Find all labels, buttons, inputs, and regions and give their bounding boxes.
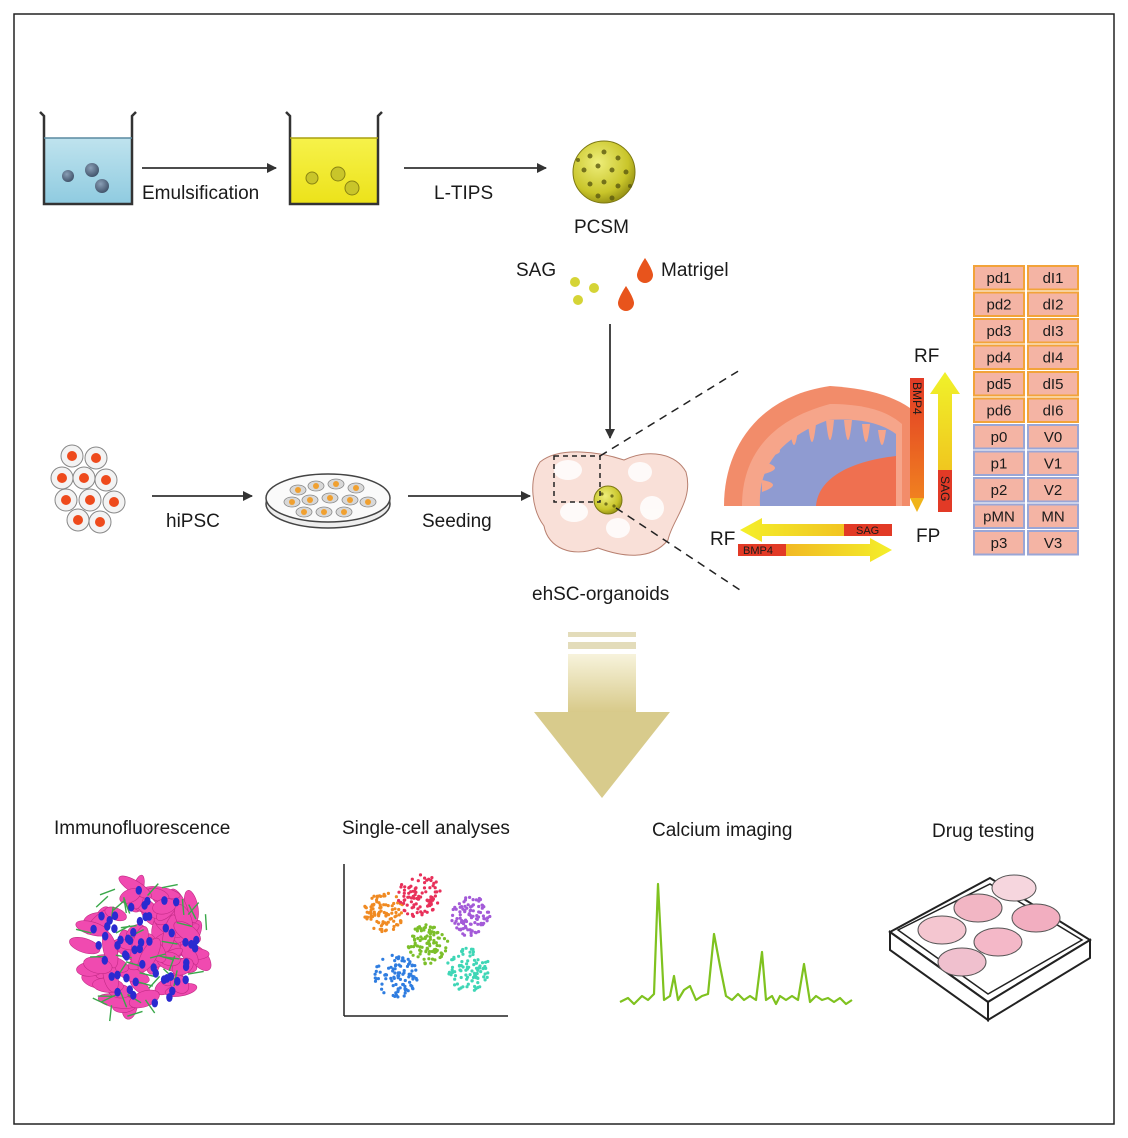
- figure-frame: [13, 13, 1115, 1125]
- domain-cell: [973, 503, 1025, 529]
- domain-cell: [973, 265, 1025, 291]
- domain-label: p3: [991, 535, 1008, 552]
- domain-cell: [1027, 530, 1079, 556]
- label-calcium-imaging: Calcium imaging: [652, 820, 792, 841]
- domain-table: pd1 dI1 pd2 dI2 pd3 dI3 pd4 dI4 pd5 dI5 pd6 dI6 p0 V0…: [971, 263, 1081, 561]
- culture-dish-icon: [265, 473, 391, 529]
- zoom-line-top: [599, 369, 741, 457]
- horizontal-gradient-arrow-right: BMP4: [738, 538, 892, 562]
- cell-cluster: [397, 873, 442, 919]
- domain-label: pMN: [983, 509, 1015, 526]
- domain-cell: [1027, 450, 1079, 476]
- domain-cell: [973, 318, 1025, 344]
- label-pcsm: PCSM: [574, 217, 629, 238]
- domain-cell: [1027, 265, 1079, 291]
- domain-label: dI1: [1043, 270, 1064, 287]
- domain-label: V0: [1044, 429, 1062, 446]
- domain-label: p2: [991, 482, 1008, 499]
- label-immunofluorescence: Immunofluorescence: [54, 818, 230, 839]
- label-matrigel: Matrigel: [661, 260, 729, 281]
- cell-cluster: [446, 946, 490, 992]
- domain-label: pd5: [986, 376, 1011, 393]
- hipsc-cluster-icon: [50, 444, 126, 534]
- label-emulsification: Emulsification: [142, 183, 259, 204]
- vertical-gradient-arrow: BMP4: [910, 378, 924, 512]
- domain-label: pd6: [986, 403, 1011, 420]
- domain-label: pd1: [986, 270, 1011, 287]
- label-rf-top: RF: [914, 346, 939, 367]
- domain-cell: [1027, 424, 1079, 450]
- domain-cell: [973, 424, 1025, 450]
- cell-cluster: [373, 953, 419, 999]
- matrigel-drops-icon: [618, 258, 653, 311]
- label-sag: SAG: [516, 260, 556, 281]
- calcium-trace: [619, 882, 853, 1006]
- label-fp: FP: [916, 526, 940, 547]
- organoid-icon: [532, 451, 689, 556]
- domain-label: p1: [991, 456, 1008, 473]
- vertical-gradient-arrow-up: SAG: [930, 372, 960, 512]
- zoom-line-bottom: [615, 507, 741, 591]
- beaker-yellow: [285, 111, 383, 206]
- domain-cell: [1027, 503, 1079, 529]
- pcsm-bead-icon: [572, 140, 636, 204]
- well-plate-icon: [888, 874, 1092, 1022]
- cell-cluster: [406, 923, 450, 966]
- domain-cell: [1027, 318, 1079, 344]
- domain-cell: [1027, 291, 1079, 317]
- domain-cell: [1027, 397, 1079, 423]
- domain-cell: [973, 371, 1025, 397]
- single-cell-plot: [343, 864, 508, 1017]
- domain-label: dI6: [1043, 403, 1064, 420]
- domain-label: dI4: [1043, 350, 1064, 367]
- label-drug-testing: Drug testing: [932, 821, 1034, 842]
- domain-label: pd2: [986, 297, 1011, 314]
- neural-tube-section: [724, 386, 910, 506]
- domain-label: dI5: [1043, 376, 1064, 393]
- domain-cell: [973, 530, 1025, 556]
- domain-cell: [973, 291, 1025, 317]
- domain-label: dI2: [1043, 297, 1064, 314]
- label-bmp4-vertical: BMP4: [910, 382, 924, 415]
- domain-label: V1: [1044, 456, 1062, 473]
- domain-cell: [1027, 344, 1079, 370]
- cell-cluster: [363, 891, 404, 934]
- label-single-cell: Single-cell analyses: [342, 818, 510, 839]
- cell-cluster: [450, 895, 492, 938]
- domain-cell: [973, 477, 1025, 503]
- horizontal-gradient-arrow-left: SAG: [740, 518, 892, 542]
- domain-cell: [1027, 477, 1079, 503]
- domain-label: V3: [1044, 535, 1062, 552]
- beaker-blue: [39, 111, 137, 206]
- big-down-arrow: [534, 632, 670, 798]
- label-bmp4-horizontal: BMP4: [743, 545, 773, 557]
- label-ltips: L-TIPS: [434, 183, 493, 204]
- label-organoids: ehSC-organoids: [532, 584, 669, 605]
- label-sag-vertical: SAG: [938, 476, 952, 501]
- domain-label: dI3: [1043, 323, 1064, 340]
- immunofluorescence-image: [69, 874, 212, 1022]
- domain-label: pd4: [986, 350, 1011, 367]
- domain-label: p0: [991, 429, 1008, 446]
- label-hipsc: hiPSC: [166, 511, 220, 532]
- label-seeding: Seeding: [422, 511, 492, 532]
- domain-cell: [973, 344, 1025, 370]
- label-rf-left: RF: [710, 529, 735, 550]
- domain-cell: [1027, 371, 1079, 397]
- domain-cell: [973, 450, 1025, 476]
- domain-label: MN: [1041, 509, 1064, 526]
- label-sag-horizontal: SAG: [856, 525, 879, 537]
- sag-dots-icon: [570, 277, 599, 305]
- domain-cell: [973, 397, 1025, 423]
- domain-label: V2: [1044, 482, 1062, 499]
- domain-label: pd3: [986, 323, 1011, 340]
